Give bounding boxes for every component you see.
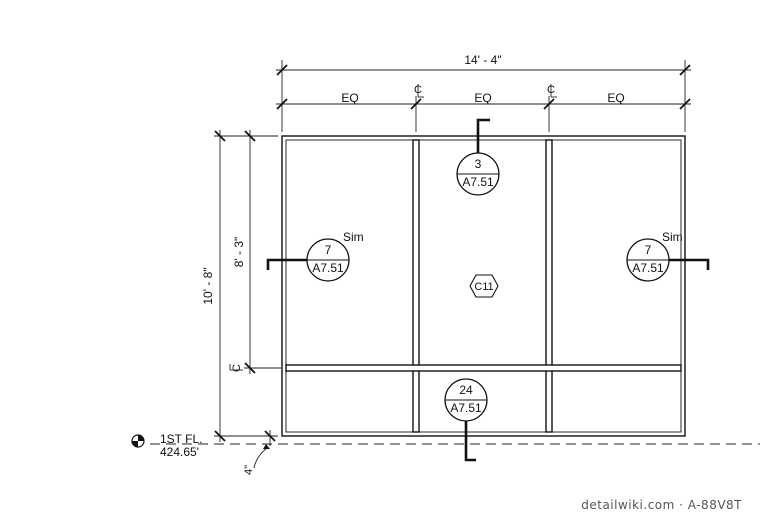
level-target-quadrant bbox=[138, 435, 144, 441]
section-tag-left: 7 A7.51 Sim bbox=[266, 230, 364, 282]
offset-leader bbox=[253, 446, 269, 469]
dim-tick bbox=[264, 430, 276, 442]
dim-tick bbox=[276, 64, 288, 76]
section-number: 3 bbox=[475, 157, 482, 171]
section-sheet: A7.51 bbox=[450, 401, 482, 415]
dim-tick bbox=[214, 430, 226, 442]
dim-tick bbox=[276, 98, 288, 110]
section-flag bbox=[266, 258, 307, 270]
section-number: 24 bbox=[459, 383, 473, 397]
dim-tick bbox=[214, 130, 226, 142]
watermark: detailwiki.com · A-88V8T bbox=[581, 498, 742, 512]
section-number: 7 bbox=[325, 243, 332, 257]
dim-tick bbox=[410, 98, 422, 110]
leader-arrow-icon bbox=[263, 444, 270, 449]
frame-inner bbox=[285, 139, 682, 433]
section-tag-right: 7 A7.51 Sim bbox=[626, 230, 710, 282]
section-number: 7 bbox=[645, 243, 652, 257]
section-tag-bottom: 24 A7.51 bbox=[444, 378, 488, 462]
top-dimensions: 14' - 4" EQ EQ EQ C C bbox=[276, 53, 691, 132]
bay-label-1: EQ bbox=[341, 91, 358, 105]
storefront-frame bbox=[281, 135, 686, 437]
section-sheet: A7.51 bbox=[312, 261, 344, 275]
section-flag bbox=[464, 420, 476, 462]
centerline-mark-1: C bbox=[414, 84, 424, 98]
level-marker: 1ST FL. 424.65' bbox=[131, 432, 760, 459]
section-tag-top: 3 A7.51 bbox=[456, 118, 500, 196]
dim-tick bbox=[679, 98, 691, 110]
centerline-mark-3: C bbox=[229, 364, 243, 372]
section-flag bbox=[669, 258, 710, 270]
offset-label: 4" bbox=[243, 465, 255, 475]
sub-height-label: 8' - 3" bbox=[232, 237, 246, 268]
section-sheet: A7.51 bbox=[462, 175, 494, 189]
frame-outer bbox=[281, 135, 686, 437]
left-dimensions: 10' - 8" 8' - 3" C bbox=[201, 130, 282, 442]
dim-tick bbox=[679, 64, 691, 76]
offset-dimension: 4" bbox=[243, 430, 276, 475]
section-sheet: A7.51 bbox=[632, 261, 664, 275]
centerline-symbol: C bbox=[231, 364, 243, 372]
level-target-quadrant bbox=[132, 441, 138, 447]
level-name: 1ST FL. bbox=[160, 432, 202, 446]
overall-height-label: 10' - 8" bbox=[201, 267, 215, 304]
bay-label-3: EQ bbox=[607, 91, 624, 105]
horizontal-mullion bbox=[285, 364, 682, 372]
type-tag-label: C11 bbox=[474, 281, 493, 293]
section-note: Sim bbox=[343, 230, 364, 244]
level-elevation: 424.65' bbox=[160, 445, 199, 459]
type-tag: C11 bbox=[469, 274, 499, 298]
type-tag-hexagon bbox=[469, 274, 499, 298]
vertical-mullion-2 bbox=[545, 139, 553, 433]
section-flag bbox=[476, 118, 490, 163]
section-note: Sim bbox=[662, 230, 683, 244]
overall-width-label: 14' - 4" bbox=[464, 53, 501, 67]
vertical-mullion-1 bbox=[412, 139, 420, 433]
dim-tick bbox=[543, 98, 555, 110]
dim-tick bbox=[244, 130, 256, 142]
dim-tick bbox=[244, 362, 256, 374]
bay-label-2: EQ bbox=[474, 91, 491, 105]
centerline-mark-2: C bbox=[547, 84, 557, 98]
